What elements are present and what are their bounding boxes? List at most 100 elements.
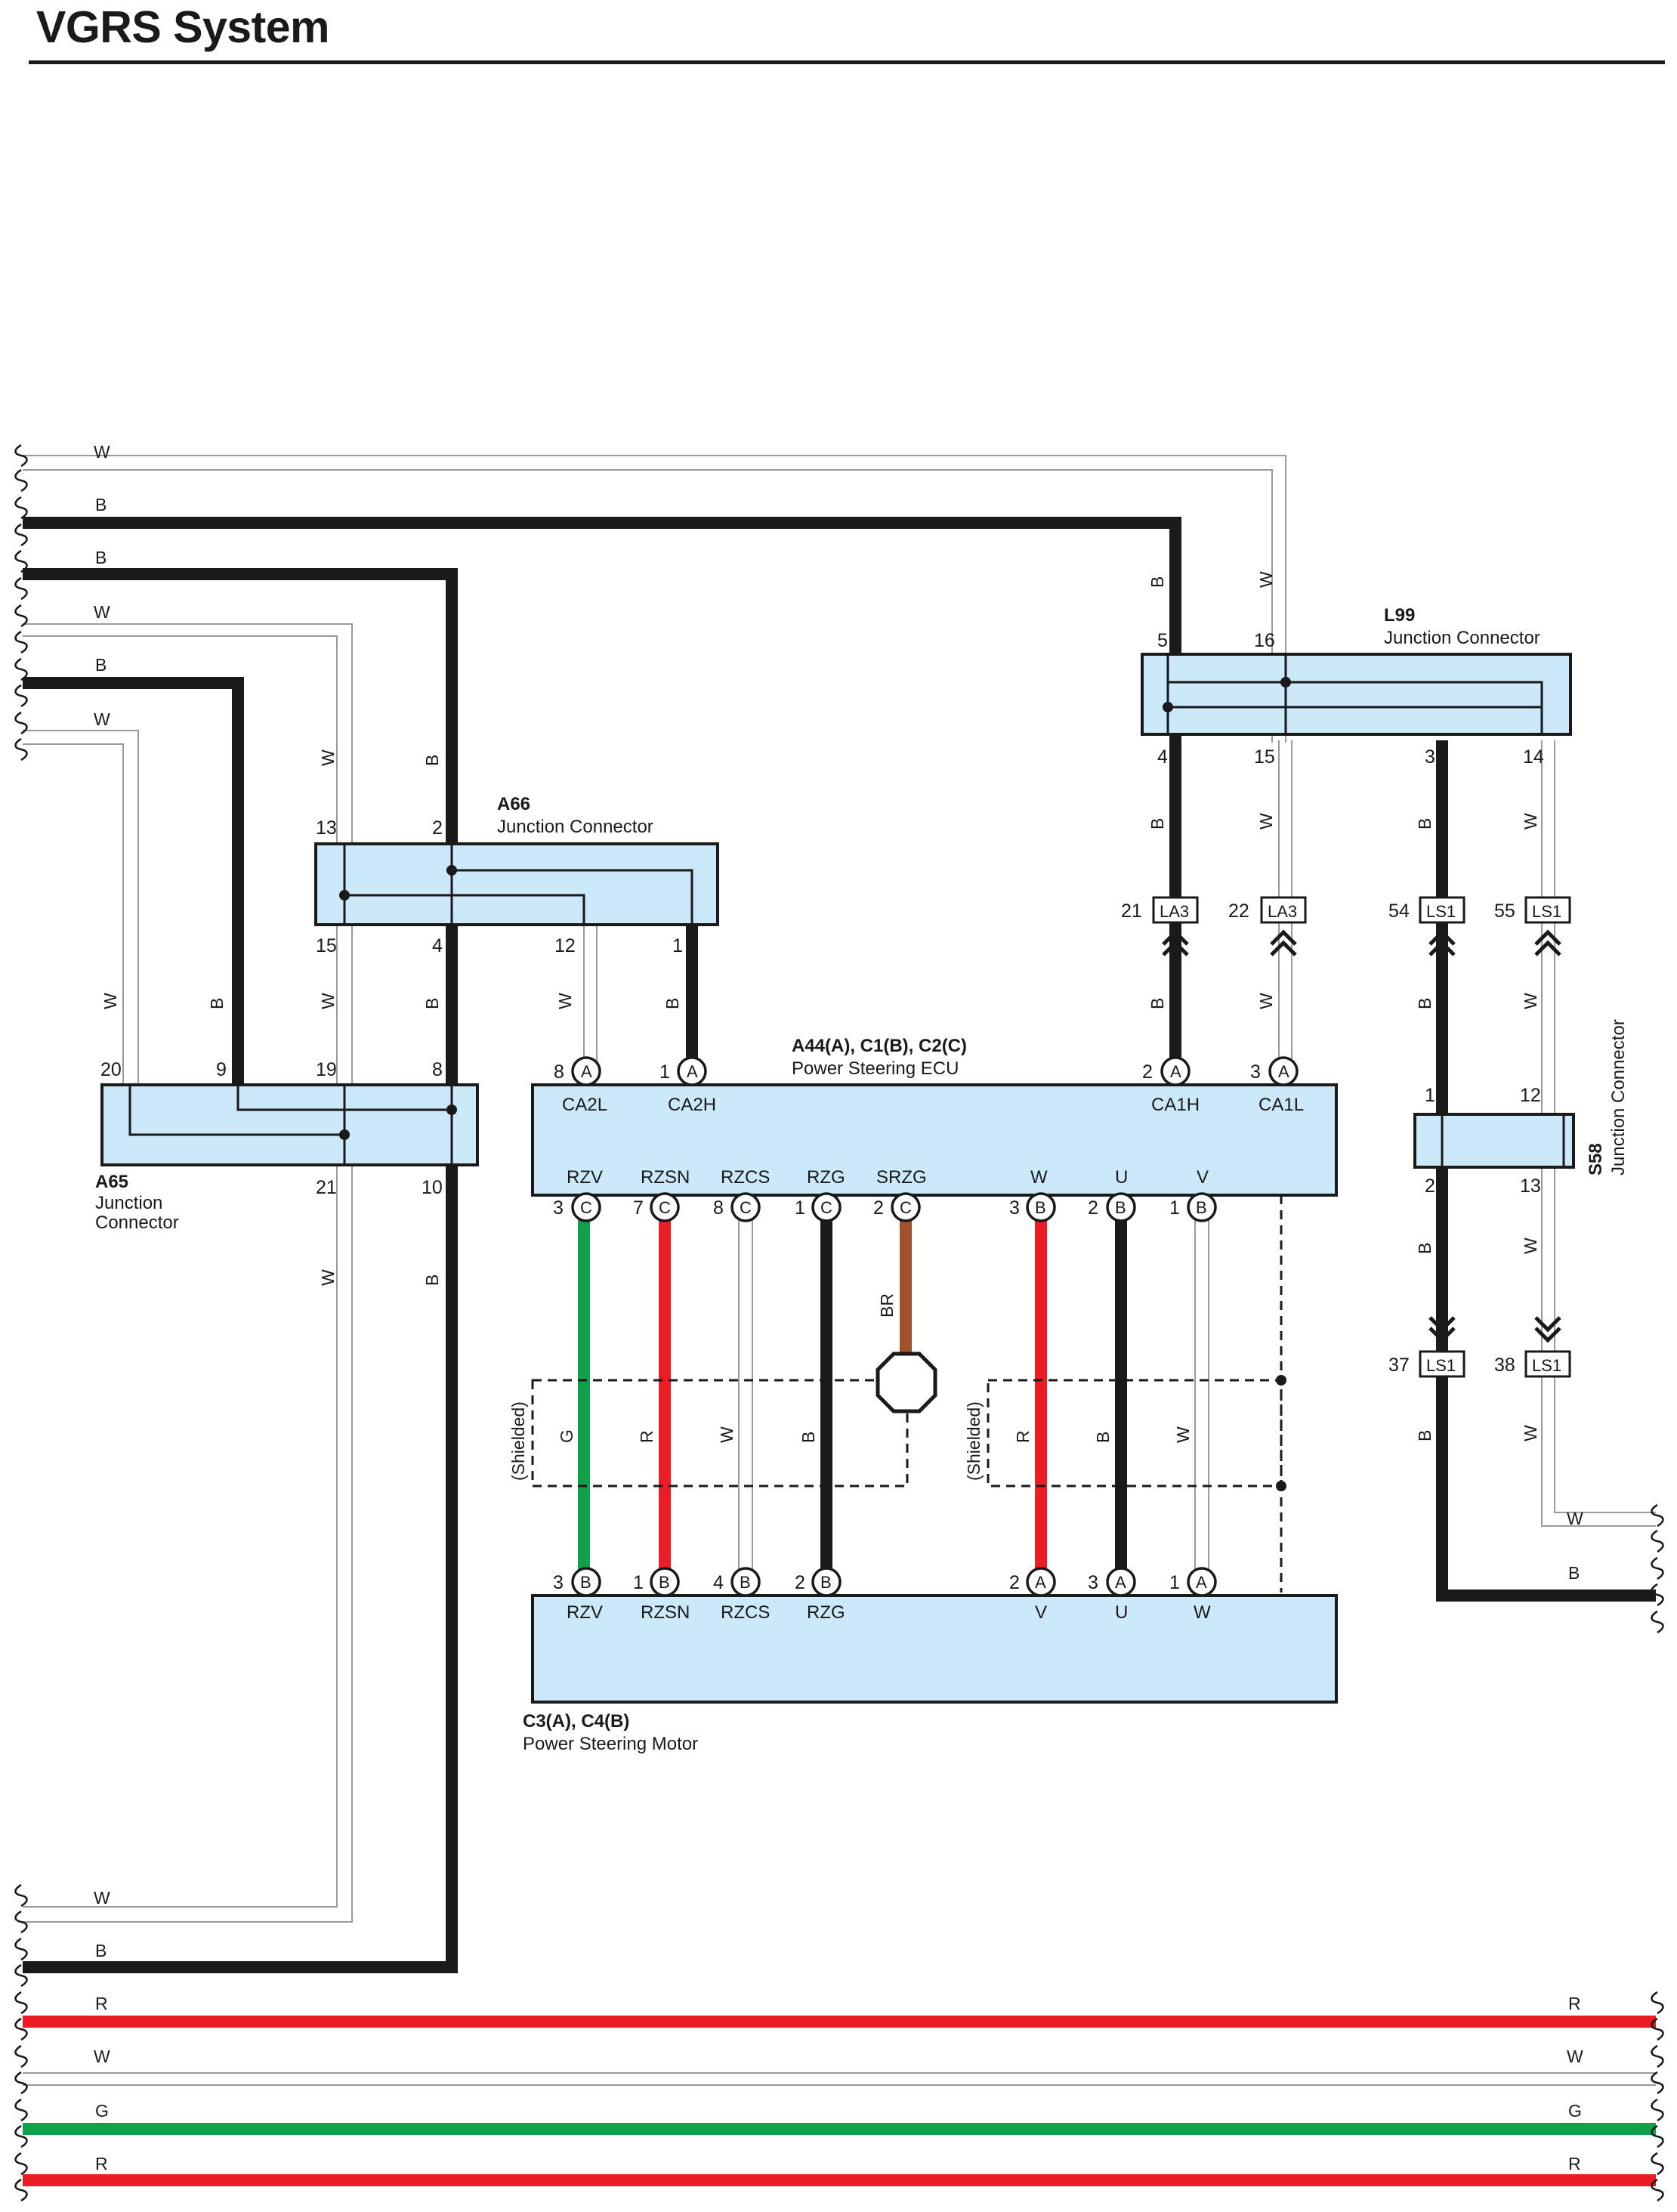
shield-ground-symbol xyxy=(876,1352,937,1413)
pin-number: 4 xyxy=(713,1572,724,1593)
inline-connector-labels: 21 LA3 22 LA3 54 LS1 55 LS1 37 LS1 38 LS… xyxy=(1121,901,1561,1376)
motor-name: Power Steering Motor xyxy=(523,1734,698,1754)
a66-junction-1 xyxy=(339,890,350,901)
wire-code: W xyxy=(318,749,338,766)
wire-code: W xyxy=(555,993,575,1009)
pin-connector: A xyxy=(1196,1573,1207,1592)
motor-code: C3(A), C4(B) xyxy=(523,1711,629,1732)
wire-code: B xyxy=(1093,1432,1113,1443)
pin-number: 3 xyxy=(1250,1061,1261,1083)
wire-code: W xyxy=(717,1426,737,1443)
a66-code: A66 xyxy=(497,794,530,814)
vertical-wire-codes: W B W B W B W B W B B W B W B W B W B W … xyxy=(100,571,1540,1481)
terminal-name: U xyxy=(1115,1602,1128,1623)
motor-top-pins: 3 B RZV 1 B RZSN 4 B RZCS 2 B RZG 2 A V … xyxy=(553,1572,1211,1623)
ecu-top-pins: 8 A CA2L 1 A CA2H 2 A CA1H 3 A CA1L xyxy=(554,1061,1304,1115)
wire-code: W xyxy=(1567,2047,1583,2066)
wire-code: B xyxy=(1568,1563,1580,1583)
wire-code: B xyxy=(1147,998,1167,1009)
a66-box xyxy=(314,842,719,926)
wire-code: B xyxy=(798,1432,818,1443)
terminal-name: CA1L xyxy=(1259,1095,1304,1115)
wire-code: G xyxy=(557,1429,576,1443)
pin-number: 13 xyxy=(316,817,337,839)
inline-connector-boxes xyxy=(1152,896,1571,1378)
power-steering-motor-box xyxy=(531,1594,1338,1704)
pin-number: 3 xyxy=(553,1197,564,1219)
pin-number: 54 xyxy=(1388,901,1410,922)
pin-number: 5 xyxy=(1157,630,1168,651)
pin-number: 19 xyxy=(316,1059,337,1080)
a66-junction-2 xyxy=(446,865,457,876)
l99-box xyxy=(1141,653,1572,736)
terminal-name: RZG xyxy=(807,1602,845,1623)
a66-w-drops xyxy=(583,925,598,1068)
ecu-bottom-pins: RZV 3 C RZSN 7 C RZCS 8 C RZG 1 C SRZG 2… xyxy=(553,1167,1209,1219)
pin-number: 15 xyxy=(316,935,337,956)
harness-wire-codes: W B B W B W W B R W G R R W G R W B xyxy=(94,442,1583,2173)
pin-number: 12 xyxy=(1520,1085,1541,1106)
pin-number: 3 xyxy=(1425,746,1435,768)
terminal-name: RZCS xyxy=(721,1602,770,1623)
wire-code: B xyxy=(207,998,227,1009)
terminal-name: CA2L xyxy=(562,1095,607,1115)
w-wire-bottom xyxy=(23,2072,1656,2086)
pin-number: 15 xyxy=(1254,746,1275,768)
pin-number: 3 xyxy=(1009,1197,1020,1219)
pin-connector: B xyxy=(1196,1198,1207,1217)
wire-code: W xyxy=(94,709,110,729)
a65-junction-2 xyxy=(446,1104,457,1115)
s58-code: S58 xyxy=(1586,1143,1606,1176)
pin-number: 55 xyxy=(1494,901,1515,922)
pin-connector: A xyxy=(1278,1062,1289,1081)
rzcs-wire xyxy=(738,1219,753,1579)
wire-code: B xyxy=(662,998,682,1009)
pin-number: 1 xyxy=(1425,1085,1435,1106)
l99-code: L99 xyxy=(1384,605,1415,626)
connector-arrows-up xyxy=(1162,929,1561,956)
shield-junction-1 xyxy=(1276,1375,1286,1386)
pin-number: 37 xyxy=(1388,1355,1410,1376)
connector-code: LA3 xyxy=(1268,902,1297,921)
wire-code: B xyxy=(1147,818,1167,830)
wire-code: B xyxy=(1415,998,1435,1009)
wire-code: W xyxy=(94,442,110,462)
pin-number: 12 xyxy=(554,935,576,956)
pin-number: 14 xyxy=(1523,746,1544,768)
wire-code: W xyxy=(94,1888,110,1908)
pin-number: 4 xyxy=(1157,746,1168,768)
a65-pins: 20 9 19 8 21 10 xyxy=(100,1059,443,1198)
wire-code: R xyxy=(1568,2154,1581,2173)
pin-number: 8 xyxy=(713,1197,724,1219)
pin-number: 38 xyxy=(1494,1355,1515,1376)
a65-name-line2: Connector xyxy=(95,1213,179,1233)
shield-junction-2 xyxy=(1276,1481,1286,1491)
pin-number: 2 xyxy=(432,817,443,839)
wire-code: W xyxy=(94,602,110,622)
wire-code: B xyxy=(95,548,107,567)
wire-code: W xyxy=(318,1269,338,1286)
wire-code: B xyxy=(422,998,442,1009)
pin-number: 20 xyxy=(100,1059,122,1080)
page-title: VGRS System xyxy=(36,2,330,52)
pin-connector: B xyxy=(1035,1198,1046,1217)
pin-connector: B xyxy=(740,1573,751,1592)
wire-code: B xyxy=(95,655,107,675)
terminal-name: W xyxy=(1030,1167,1048,1188)
wire-code: W xyxy=(1256,993,1276,1009)
terminal-name: RZV xyxy=(567,1167,603,1188)
a65-junction-1 xyxy=(339,1129,350,1140)
l99-internal xyxy=(1166,654,1543,734)
ecu-code: A44(A), C1(B), C2(C) xyxy=(792,1036,967,1056)
wire-code: W xyxy=(100,993,120,1009)
pin-number: 8 xyxy=(432,1059,443,1080)
terminal-name: V xyxy=(1035,1602,1047,1623)
terminal-name: CA1H xyxy=(1151,1095,1200,1115)
pin-connector: C xyxy=(580,1198,592,1217)
pin-connector: A xyxy=(1115,1573,1126,1592)
wire-code: B xyxy=(1147,576,1167,588)
wire-code: R xyxy=(95,2154,108,2173)
pin-number: 7 xyxy=(633,1197,644,1219)
w-wire-2 xyxy=(23,623,353,1923)
wire-code: B xyxy=(422,755,442,766)
